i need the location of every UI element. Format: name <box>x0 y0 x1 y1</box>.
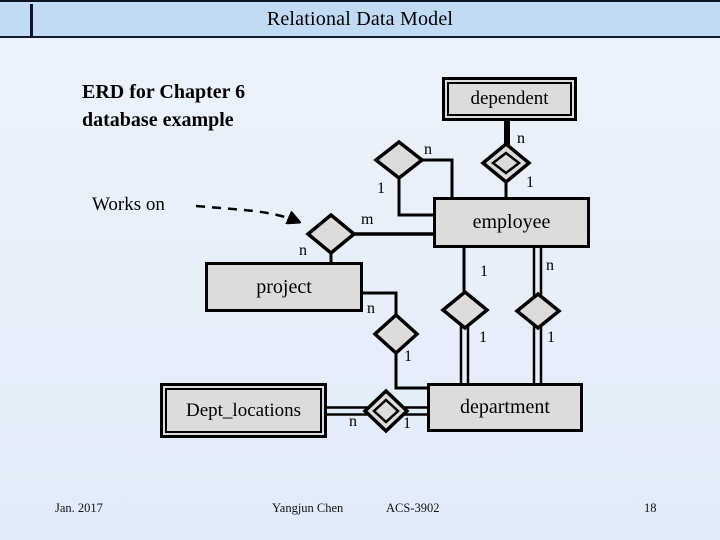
works-on-label: Works on <box>92 194 165 215</box>
supervision-relationship-diamond <box>373 139 425 181</box>
line-supervision-n-side <box>420 158 454 197</box>
slide-heading: ERD for Chapter 6 database example <box>82 78 245 134</box>
cardinality-works-for-1: 1 <box>547 329 555 346</box>
cardinality-dept-locations-n: n <box>349 413 357 430</box>
footer-date: Jan. 2017 <box>55 501 103 515</box>
cardinality-supervision-n: n <box>424 141 432 158</box>
entity-dept-locations: Dept_locations <box>160 383 327 438</box>
entity-dept-locations-inner-border: Dept_locations <box>165 388 322 433</box>
line-project-to-controls <box>363 291 398 317</box>
entity-department: department <box>427 383 583 432</box>
cardinality-dept-locations-1: 1 <box>403 415 411 432</box>
entity-employee: employee <box>433 197 590 248</box>
footer-course-code: ACS-3902 <box>386 501 440 515</box>
works-on-annotation-arrow <box>195 204 299 222</box>
cardinality-works-for-n: n <box>546 257 554 274</box>
works-on-relationship-diamond <box>305 212 357 256</box>
entity-project: project <box>205 262 363 312</box>
entity-dependent-inner-border: dependent <box>447 82 572 116</box>
cardinality-supervision-1: 1 <box>377 180 385 197</box>
line-controls-to-department <box>394 351 427 390</box>
cardinality-controls-1: 1 <box>404 348 412 365</box>
controls-relationship-diamond <box>372 312 420 356</box>
works-for-relationship-diamond <box>514 291 562 331</box>
footer-page-number: 18 <box>644 501 657 515</box>
heading-line-2: database example <box>82 109 234 131</box>
cardinality-dependent-1: 1 <box>526 174 534 191</box>
dept-locations-relationship-diamond-inner <box>372 398 400 424</box>
dependent-relationship-diamond-inner <box>490 151 522 175</box>
line-supervision-1-side <box>397 176 433 217</box>
slide-title-bar: Relational Data Model <box>0 0 720 38</box>
cardinality-manages-top-1: 1 <box>480 263 488 280</box>
titlebar-accent-line <box>30 4 33 38</box>
heading-line-1: ERD for Chapter 6 <box>82 81 246 103</box>
cardinality-dependent-n: n <box>517 130 525 147</box>
slide-title: Relational Data Model <box>266 7 454 30</box>
footer-author: Yangjun Chen <box>272 501 344 515</box>
manages-relationship-diamond <box>440 289 490 331</box>
cardinality-manages-bottom-1: 1 <box>479 329 487 346</box>
cardinality-works-on-m: m <box>361 211 374 228</box>
cardinality-controls-n: n <box>367 300 375 317</box>
cardinality-works-on-n: n <box>299 242 307 259</box>
entity-dependent: dependent <box>442 77 577 121</box>
